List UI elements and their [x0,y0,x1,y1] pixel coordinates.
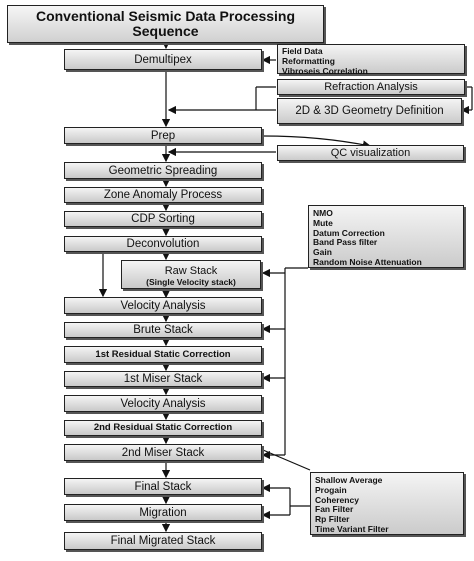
refraction-analysis-box: Refraction Analysis [277,79,465,95]
step-deconvolution: Deconvolution [64,236,262,252]
field-data-item: Vibroseis Correlation [282,65,368,76]
step-prep: Prep [64,127,262,144]
diagram-title: Conventional Seismic Data Processing Seq… [7,5,324,43]
step-cdp-sorting: CDP Sorting [64,211,262,227]
post-stack-list-item: Coherency [315,494,359,505]
step-zone-anomaly: Zone Anomaly Process [64,187,262,203]
processing-list-item: Random Noise Attenuation [313,256,422,267]
raw-stack-sub: (Single Velocity stack) [146,277,236,287]
post-stack-list-item: Time Variant Filter [315,523,389,534]
step-2nd-miser-stack: 2nd Miser Stack [64,444,262,461]
post-stack-list-item: Rp Filter [315,514,350,525]
field-data-item: Reformatting [282,55,335,66]
step-velocity-analysis-1: Velocity Analysis [64,297,262,314]
qc-visualization-box: QC visualization [277,145,464,161]
step-2nd-residual-static: 2nd Residual Static Correction [64,420,262,436]
post-stack-list-box: Shallow Average Progain Coherency Fan Fi… [310,472,464,535]
geometry-definition-box: 2D & 3D Geometry Definition [277,98,462,124]
title-line-2: Sequence [132,23,199,39]
post-stack-list-item: Shallow Average [315,475,383,485]
step-brute-stack: Brute Stack [64,322,262,338]
step-geometric-spreading: Geometric Spreading [64,162,262,179]
processing-list-item: Band Pass filter [313,237,378,248]
step-migration: Migration [64,504,262,521]
processing-list-item: NMO [313,208,333,218]
field-data-item: Field Data [282,46,323,56]
step-1st-miser-stack: 1st Miser Stack [64,371,262,387]
step-demultiplex: Demultipex [64,49,262,70]
processing-list-item: Mute [313,217,333,228]
processing-list-item: Gain [313,247,332,258]
processing-list-item: Datum Correction [313,227,385,238]
post-stack-list-item: Progain [315,484,347,495]
step-velocity-analysis-2: Velocity Analysis [64,395,262,412]
processing-list-box: NMO Mute Datum Correction Band Pass filt… [308,205,464,268]
raw-stack-label: Raw Stack [164,265,218,277]
field-data-box: Field Data Reformatting Vibroseis Correl… [277,44,465,76]
step-final-stack: Final Stack [64,478,262,495]
title-line-1: Conventional Seismic Data Processing [35,8,296,24]
step-final-migrated-stack: Final Migrated Stack [64,532,262,550]
step-1st-residual-static: 1st Residual Static Correction [64,346,262,363]
step-raw-stack: Raw Stack (Single Velocity stack) [121,260,261,289]
post-stack-list-item: Fan Filter [315,504,354,515]
